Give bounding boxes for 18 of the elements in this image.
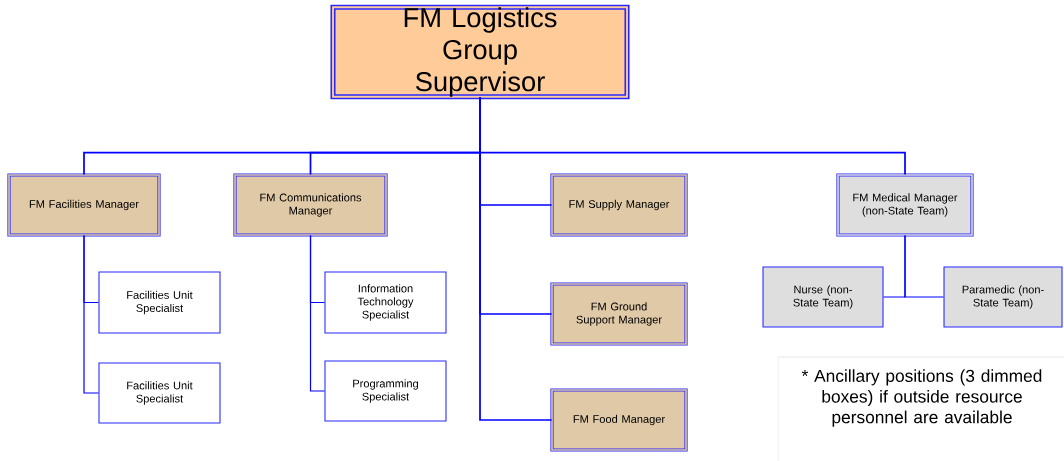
supervisor-box: FM Logistics Group Supervisor [330,4,630,100]
connector-line [309,234,326,392]
manager-box: FM Ground Support Manager [550,282,688,346]
specialist-box: Facilities Unit Specialist [98,271,221,334]
connector-line [479,96,906,176]
note-box: * Ancillary positions (3 dimmed boxes) if outside resource personnel are available [777,356,1064,461]
ancillary-box: Paramedic (non-State Team) [943,266,1063,328]
specialist-box: Information Technology Specialist [324,271,447,334]
manager-box: FM Communications Manager [233,173,388,237]
connector-line [83,234,100,394]
manager-box: FM Facilities Manager [7,173,161,237]
specialist-box: Programming Specialist [324,360,447,422]
specialist-box: Facilities Unit Specialist [98,362,221,424]
ancillary-box: FM Medical Manager (non-State Team) [836,173,974,237]
ancillary-box: Nurse (non-State Team) [762,266,884,328]
manager-box: FM Food Manager [550,388,688,452]
connector-line [904,234,945,298]
manager-box: FM Supply Manager [550,173,688,237]
